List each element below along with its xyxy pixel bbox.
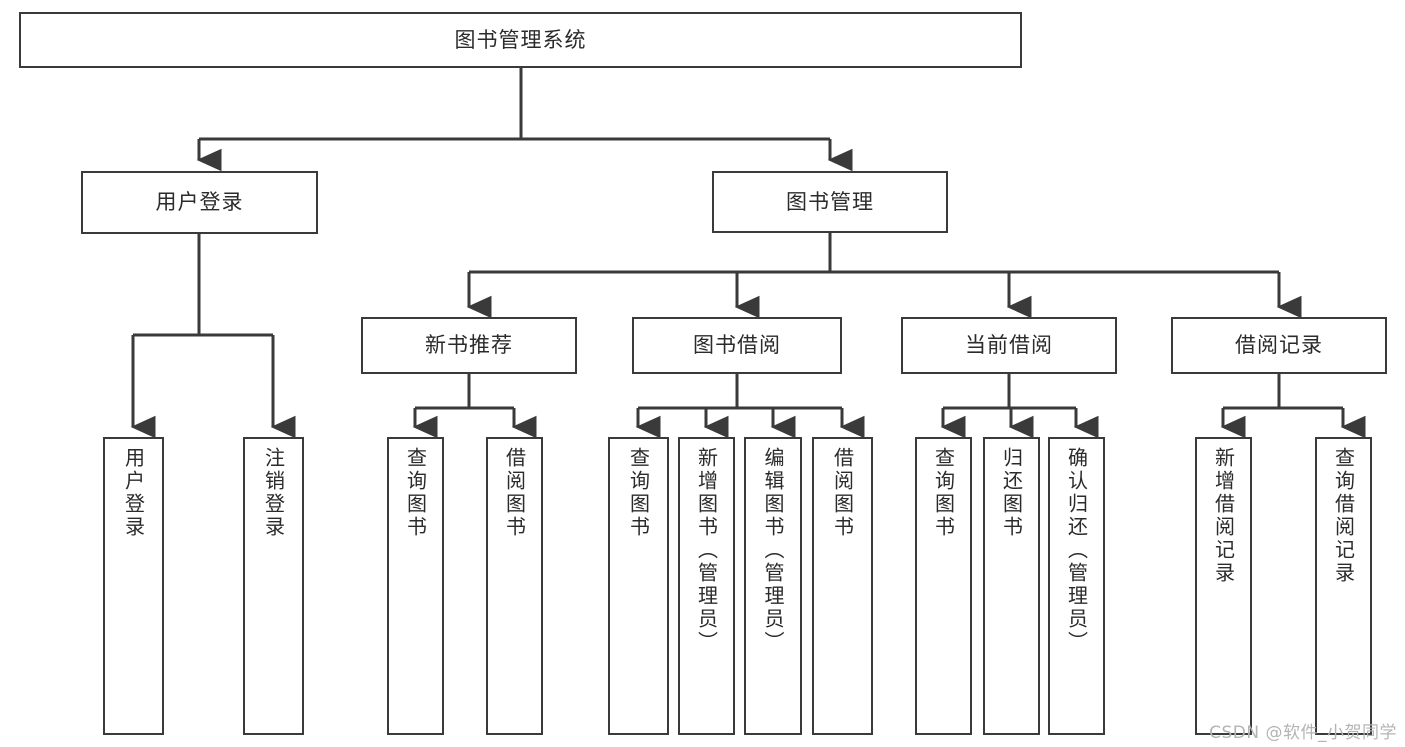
- leaf-logout[interactable]: 注销登录: [243, 437, 304, 735]
- node-book-borrow-label: 图书借阅: [693, 333, 781, 358]
- node-new-book-recommend[interactable]: 新书推荐: [361, 317, 577, 374]
- node-book-management[interactable]: 图书管理: [712, 171, 948, 233]
- leaf-return-book-label: 归还图书: [999, 447, 1024, 539]
- leaf-query-book-2-label: 查询图书: [626, 447, 651, 539]
- node-current-borrow[interactable]: 当前借阅: [901, 317, 1117, 374]
- leaf-query-book-2[interactable]: 查询图书: [608, 437, 669, 735]
- leaf-borrow-book-2[interactable]: 借阅图书: [812, 437, 873, 735]
- leaf-query-book-3[interactable]: 查询图书: [915, 437, 972, 735]
- leaf-query-book-1[interactable]: 查询图书: [387, 437, 444, 735]
- leaf-user-login[interactable]: 用户登录: [103, 437, 164, 735]
- leaf-confirm-return[interactable]: 确认归还（管理员）: [1048, 437, 1105, 735]
- leaf-add-record-label: 新增借阅记录: [1211, 447, 1236, 585]
- leaf-query-record-label: 查询借阅记录: [1331, 447, 1356, 585]
- node-current-borrow-label: 当前借阅: [965, 333, 1053, 358]
- leaf-add-book[interactable]: 新增图书（管理员）: [678, 437, 735, 735]
- leaf-logout-label: 注销登录: [261, 447, 286, 539]
- leaf-add-book-label: 新增图书（管理员）: [694, 447, 719, 654]
- leaf-borrow-book-2-label: 借阅图书: [830, 447, 855, 539]
- leaf-confirm-return-label: 确认归还（管理员）: [1064, 447, 1089, 654]
- leaf-borrow-book-1-label: 借阅图书: [502, 447, 527, 539]
- leaf-query-book-1-label: 查询图书: [403, 447, 428, 539]
- leaf-edit-book[interactable]: 编辑图书（管理员）: [744, 437, 802, 735]
- node-root-label: 图书管理系统: [454, 27, 587, 52]
- node-user-login[interactable]: 用户登录: [81, 171, 318, 234]
- leaf-borrow-book-1[interactable]: 借阅图书: [486, 437, 543, 735]
- node-root[interactable]: 图书管理系统: [19, 12, 1022, 68]
- leaf-query-record[interactable]: 查询借阅记录: [1315, 437, 1372, 735]
- node-user-login-label: 用户登录: [155, 190, 244, 215]
- node-book-borrow[interactable]: 图书借阅: [632, 317, 842, 374]
- leaf-user-login-label: 用户登录: [121, 447, 146, 539]
- node-book-management-label: 图书管理: [786, 189, 874, 214]
- leaf-edit-book-label: 编辑图书（管理员）: [761, 447, 785, 654]
- watermark: CSDN @软件_小贺同学: [1209, 723, 1397, 743]
- leaf-return-book[interactable]: 归还图书: [983, 437, 1040, 735]
- node-borrow-record[interactable]: 借阅记录: [1171, 317, 1387, 374]
- node-borrow-record-label: 借阅记录: [1235, 333, 1323, 358]
- node-new-book-recommend-label: 新书推荐: [425, 333, 513, 358]
- leaf-query-book-3-label: 查询图书: [931, 447, 956, 539]
- leaf-add-record[interactable]: 新增借阅记录: [1195, 437, 1252, 735]
